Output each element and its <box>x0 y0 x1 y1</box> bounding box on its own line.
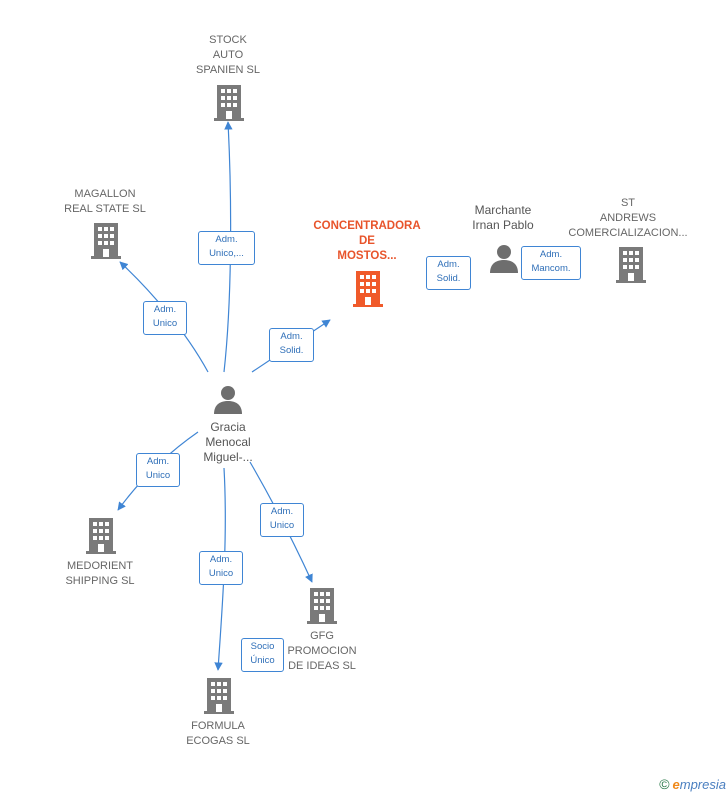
relation-badge-gracia-formula-socio[interactable]: Socio Único <box>241 638 284 672</box>
node-label: CONCENTRADORA DE MOSTOS... <box>313 220 421 262</box>
copyright-icon: © <box>659 776 670 792</box>
node-label: Marchante Irnan Pablo <box>472 203 534 232</box>
relation-badge-gracia-stock[interactable]: Adm. Unico,... <box>198 231 255 265</box>
building-icon <box>353 271 383 307</box>
node-gracia-menocal-miguel[interactable]: Gracia Menocal Miguel-... <box>183 384 273 470</box>
relation-badge-marchante-standrews[interactable]: Adm. Mancom. <box>521 246 581 280</box>
brand-name: mpresia <box>679 777 726 792</box>
relation-badge-gracia-concentradora[interactable]: Adm. Solid. <box>269 328 314 362</box>
relation-badge-gracia-formula[interactable]: Adm. Unico <box>199 551 243 585</box>
node-label: Gracia Menocal Miguel-... <box>203 420 253 464</box>
node-label: ST ANDREWS COMERCIALIZACION... <box>568 197 688 239</box>
building-icon <box>307 588 337 624</box>
building-icon <box>214 85 244 121</box>
relation-badge-marchante-concentradora[interactable]: Adm. Solid. <box>426 256 471 290</box>
node-label: MAGALLON REAL STATE SL <box>64 188 146 215</box>
node-magallon-real-state[interactable]: MAGALLON REAL STATE SL <box>55 187 155 262</box>
node-concentradora-de-mostos[interactable]: CONCENTRADORA DE MOSTOS... <box>302 219 432 309</box>
node-stock-auto-spanien[interactable]: STOCK AUTO SPANIEN SL <box>178 33 278 123</box>
empresia-brand[interactable]: ©empresia <box>659 776 726 792</box>
building-icon <box>616 247 646 283</box>
relation-badge-gracia-magallon[interactable]: Adm. Unico <box>143 301 187 335</box>
building-icon <box>86 518 116 554</box>
node-gfg-promocion-de-ideas[interactable]: GFG PROMOCION DE IDEAS SL <box>272 588 372 678</box>
node-formula-ecogas[interactable]: FORMULA ECOGAS SL <box>168 678 268 750</box>
person-icon <box>490 245 518 273</box>
relation-badge-gracia-medorient[interactable]: Adm. Unico <box>136 453 180 487</box>
node-label: FORMULA ECOGAS SL <box>186 720 250 747</box>
node-label: MEDORIENT SHIPPING SL <box>65 560 135 587</box>
node-label: GFG PROMOCION DE IDEAS SL <box>287 630 357 672</box>
node-label: STOCK AUTO SPANIEN SL <box>196 34 260 76</box>
brand-initial: e <box>672 777 680 792</box>
node-medorient-shipping[interactable]: MEDORIENT SHIPPING SL <box>50 518 150 590</box>
building-icon <box>204 678 234 714</box>
building-icon <box>91 223 121 259</box>
node-marchante-irnan-pablo[interactable]: Marchante Irnan Pablo <box>458 203 548 275</box>
person-icon <box>214 386 242 414</box>
node-st-andrews-comercializacion[interactable]: ST ANDREWS COMERCIALIZACION... <box>563 196 693 286</box>
relation-badge-gracia-gfg[interactable]: Adm. Unico <box>260 503 304 537</box>
